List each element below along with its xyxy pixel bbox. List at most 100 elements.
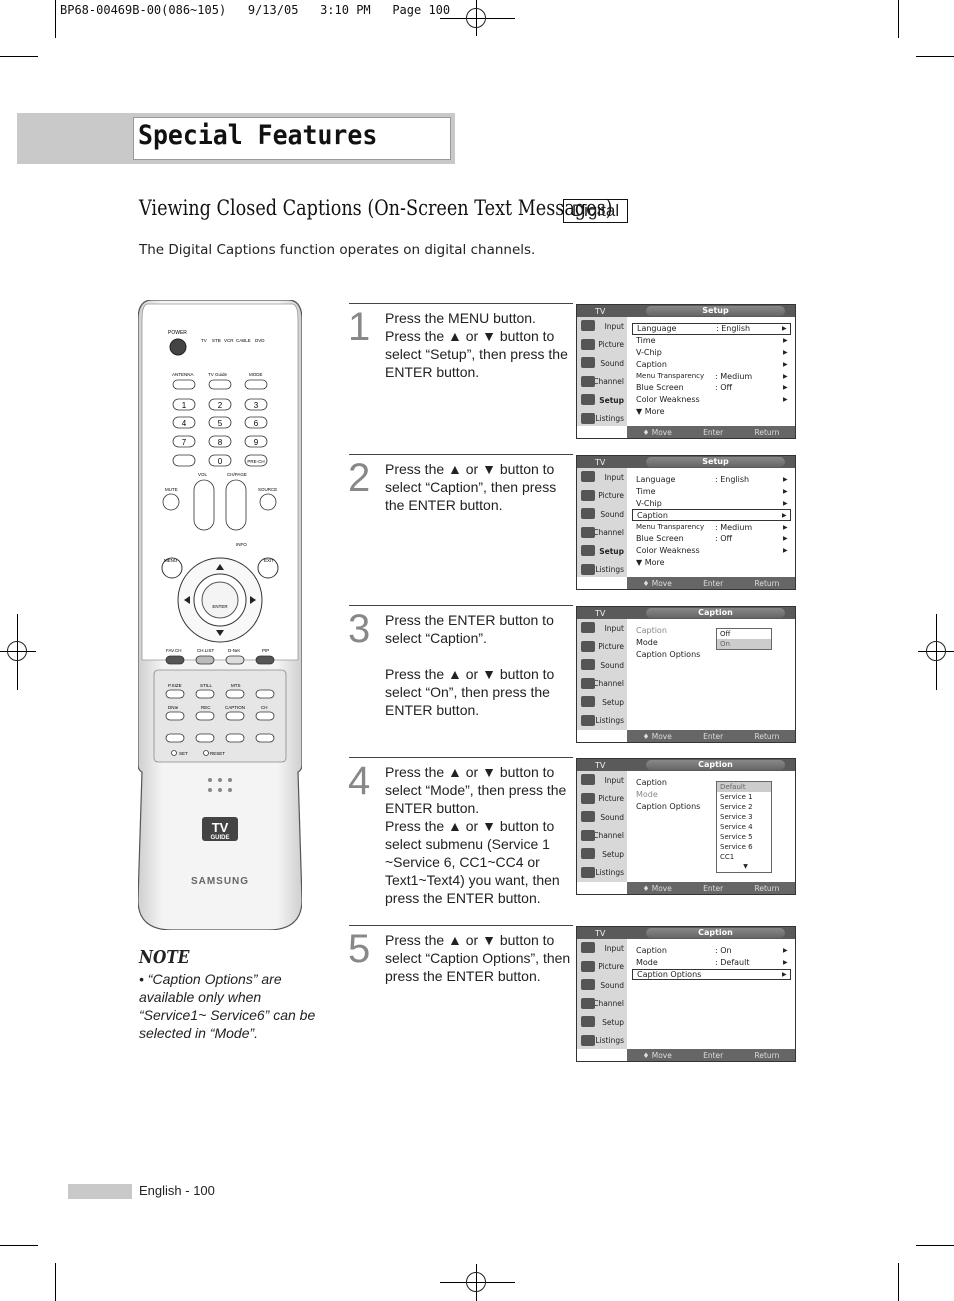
osd-menu-row[interactable]: ▼ More	[632, 406, 791, 418]
osd-sidebar-label: Input	[604, 775, 624, 785]
listings-icon	[581, 563, 595, 575]
osd-option[interactable]: Service 5	[720, 833, 753, 841]
step-line: Press the ▲ or ▼ button to select “Capti…	[385, 461, 557, 513]
osd-sidebar-item-sound[interactable]: Sound	[577, 354, 627, 373]
osd-sidebar-item-listings[interactable]: Listings	[577, 864, 627, 883]
setup-icon	[581, 696, 595, 707]
return-hint: Return	[754, 731, 780, 741]
osd-row-value: : On	[715, 946, 732, 956]
osd-menu-row[interactable]: Language: English▶	[632, 323, 791, 335]
osd-sidebar-item-picture[interactable]: Picture	[577, 487, 627, 506]
osd-sidebar-item-picture[interactable]: Picture	[577, 336, 627, 355]
osd-sidebar-item-picture[interactable]: Picture	[577, 790, 627, 809]
osd-sidebar-item-channel[interactable]: Channel	[577, 827, 627, 846]
osd-sidebar-item-channel[interactable]: Channel	[577, 675, 627, 694]
osd-row-label: ▼ More	[636, 557, 665, 567]
osd-menu-row[interactable]: Caption Options	[632, 649, 791, 661]
osd-sidebar-item-setup[interactable]: Setup	[577, 391, 627, 410]
osd-menu-row[interactable]: V-Chip▶	[632, 347, 791, 359]
osd-menu-row[interactable]: Blue Screen: Off▶	[632, 382, 791, 394]
osd-sidebar-item-listings[interactable]: Listings	[577, 1032, 627, 1051]
osd-menu-row[interactable]: Caption▶	[632, 509, 791, 522]
osd-menu-row[interactable]: Menu Transparency: Medium▶	[632, 521, 791, 533]
chevron-right-icon: ▶	[783, 476, 788, 484]
osd-option[interactable]: ▼	[743, 863, 748, 870]
step-number: 5	[348, 927, 371, 971]
osd-option[interactable]: Service 1	[720, 793, 753, 801]
osd-menu-row[interactable]: Caption Options▶	[632, 968, 791, 981]
osd-sidebar-item-input[interactable]: Input	[577, 619, 627, 638]
input-icon	[581, 774, 595, 785]
osd-menu-row[interactable]: V-Chip▶	[632, 498, 791, 510]
osd-sidebar-item-sound[interactable]: Sound	[577, 505, 627, 524]
osd-menu-row[interactable]: Mode: Default▶	[632, 957, 791, 969]
section-banner-box: Special Features	[133, 117, 451, 160]
osd-sidebar-item-listings[interactable]: Listings	[577, 410, 627, 429]
osd-sidebar-item-listings[interactable]: Listings	[577, 561, 627, 580]
osd-menu-row[interactable]: Mode	[632, 789, 791, 801]
osd-sidebar-item-listings[interactable]: Listings	[577, 712, 627, 731]
mode-cable-label: CABLE	[236, 338, 251, 343]
osd-menu-row[interactable]: Caption	[632, 625, 791, 637]
osd-sidebar-item-input[interactable]: Input	[577, 771, 627, 790]
osd-menu-row[interactable]: ▼ More	[632, 557, 791, 569]
osd-menu-row[interactable]: Time▶	[632, 486, 791, 498]
osd-menu-row[interactable]: Caption Options	[632, 801, 791, 813]
osd-row-label: Color Weakness	[636, 546, 700, 556]
osd-menu-row[interactable]: Mode	[632, 637, 791, 649]
osd-option[interactable]: Service 2	[720, 803, 753, 811]
step-divider	[349, 605, 573, 606]
osd-tv-label: TV	[595, 306, 606, 316]
osd-menu-row[interactable]: Menu Transparency: Medium▶	[632, 370, 791, 382]
osd-option[interactable]: Service 3	[720, 813, 753, 821]
osd-menu-row[interactable]: Caption▶	[632, 358, 791, 370]
registration-mark	[926, 641, 946, 661]
osd-option[interactable]: Service 4	[720, 823, 753, 831]
osd-row-label: Blue Screen	[636, 534, 684, 544]
osd-sidebar-item-picture[interactable]: Picture	[577, 958, 627, 977]
osd-menu-row[interactable]: Blue Screen: Off▶	[632, 533, 791, 545]
osd-sidebar-item-input[interactable]: Input	[577, 468, 627, 487]
osd-sidebar-label: Setup	[602, 697, 624, 707]
enter-label: ENTER	[212, 604, 228, 609]
step-line: Press the ▲ or ▼ button to select “Setup…	[385, 328, 568, 380]
osd-option[interactable]: Service 6	[720, 843, 753, 851]
osd-sidebar-item-channel[interactable]: Channel	[577, 373, 627, 392]
osd-option[interactable]: On	[717, 639, 771, 649]
osd-menu-row[interactable]: Language: English▶	[632, 474, 791, 486]
osd-sidebar-item-setup[interactable]: Setup	[577, 542, 627, 561]
chevron-right-icon: ▶	[783, 488, 788, 496]
osd-sidebar-item-setup[interactable]: Setup	[577, 845, 627, 864]
osd-sidebar-item-picture[interactable]: Picture	[577, 638, 627, 657]
osd-menu-row[interactable]: Caption: On▶	[632, 945, 791, 957]
listings-icon	[581, 412, 595, 424]
channel-icon	[581, 829, 595, 841]
power-label: POWER	[168, 330, 187, 336]
osd-option[interactable]: CC1	[720, 853, 735, 861]
ch-label: CH	[261, 705, 268, 710]
osd-option[interactable]: Default	[717, 782, 771, 792]
osd-menu-row[interactable]: Caption	[632, 777, 791, 789]
osd-sidebar-item-input[interactable]: Input	[577, 939, 627, 958]
osd-sidebar-item-setup[interactable]: Setup	[577, 693, 627, 712]
setup-icon	[581, 545, 595, 556]
section-title: Special Features	[138, 120, 378, 151]
osd-sidebar-item-input[interactable]: Input	[577, 317, 627, 336]
osd-sidebar-item-channel[interactable]: Channel	[577, 524, 627, 543]
osd-menu-row[interactable]: Color Weakness▶	[632, 394, 791, 406]
osd-sidebar-item-setup[interactable]: Setup	[577, 1013, 627, 1032]
osd-menu-row[interactable]: Color Weakness▶	[632, 545, 791, 557]
osd-option[interactable]: Off	[720, 630, 731, 638]
move-hint: ♦ Move	[642, 731, 672, 741]
enter-hint: Enter	[703, 578, 724, 588]
mode-stb-label: STB	[212, 338, 221, 343]
osd-sidebar-item-sound[interactable]: Sound	[577, 976, 627, 995]
osd-row-label: Caption	[636, 359, 667, 369]
osd-sidebar-item-channel[interactable]: Channel	[577, 995, 627, 1014]
osd-sidebar-item-sound[interactable]: Sound	[577, 656, 627, 675]
osd-sidebar-item-sound[interactable]: Sound	[577, 808, 627, 827]
osd-menu-row[interactable]: Time▶	[632, 335, 791, 347]
